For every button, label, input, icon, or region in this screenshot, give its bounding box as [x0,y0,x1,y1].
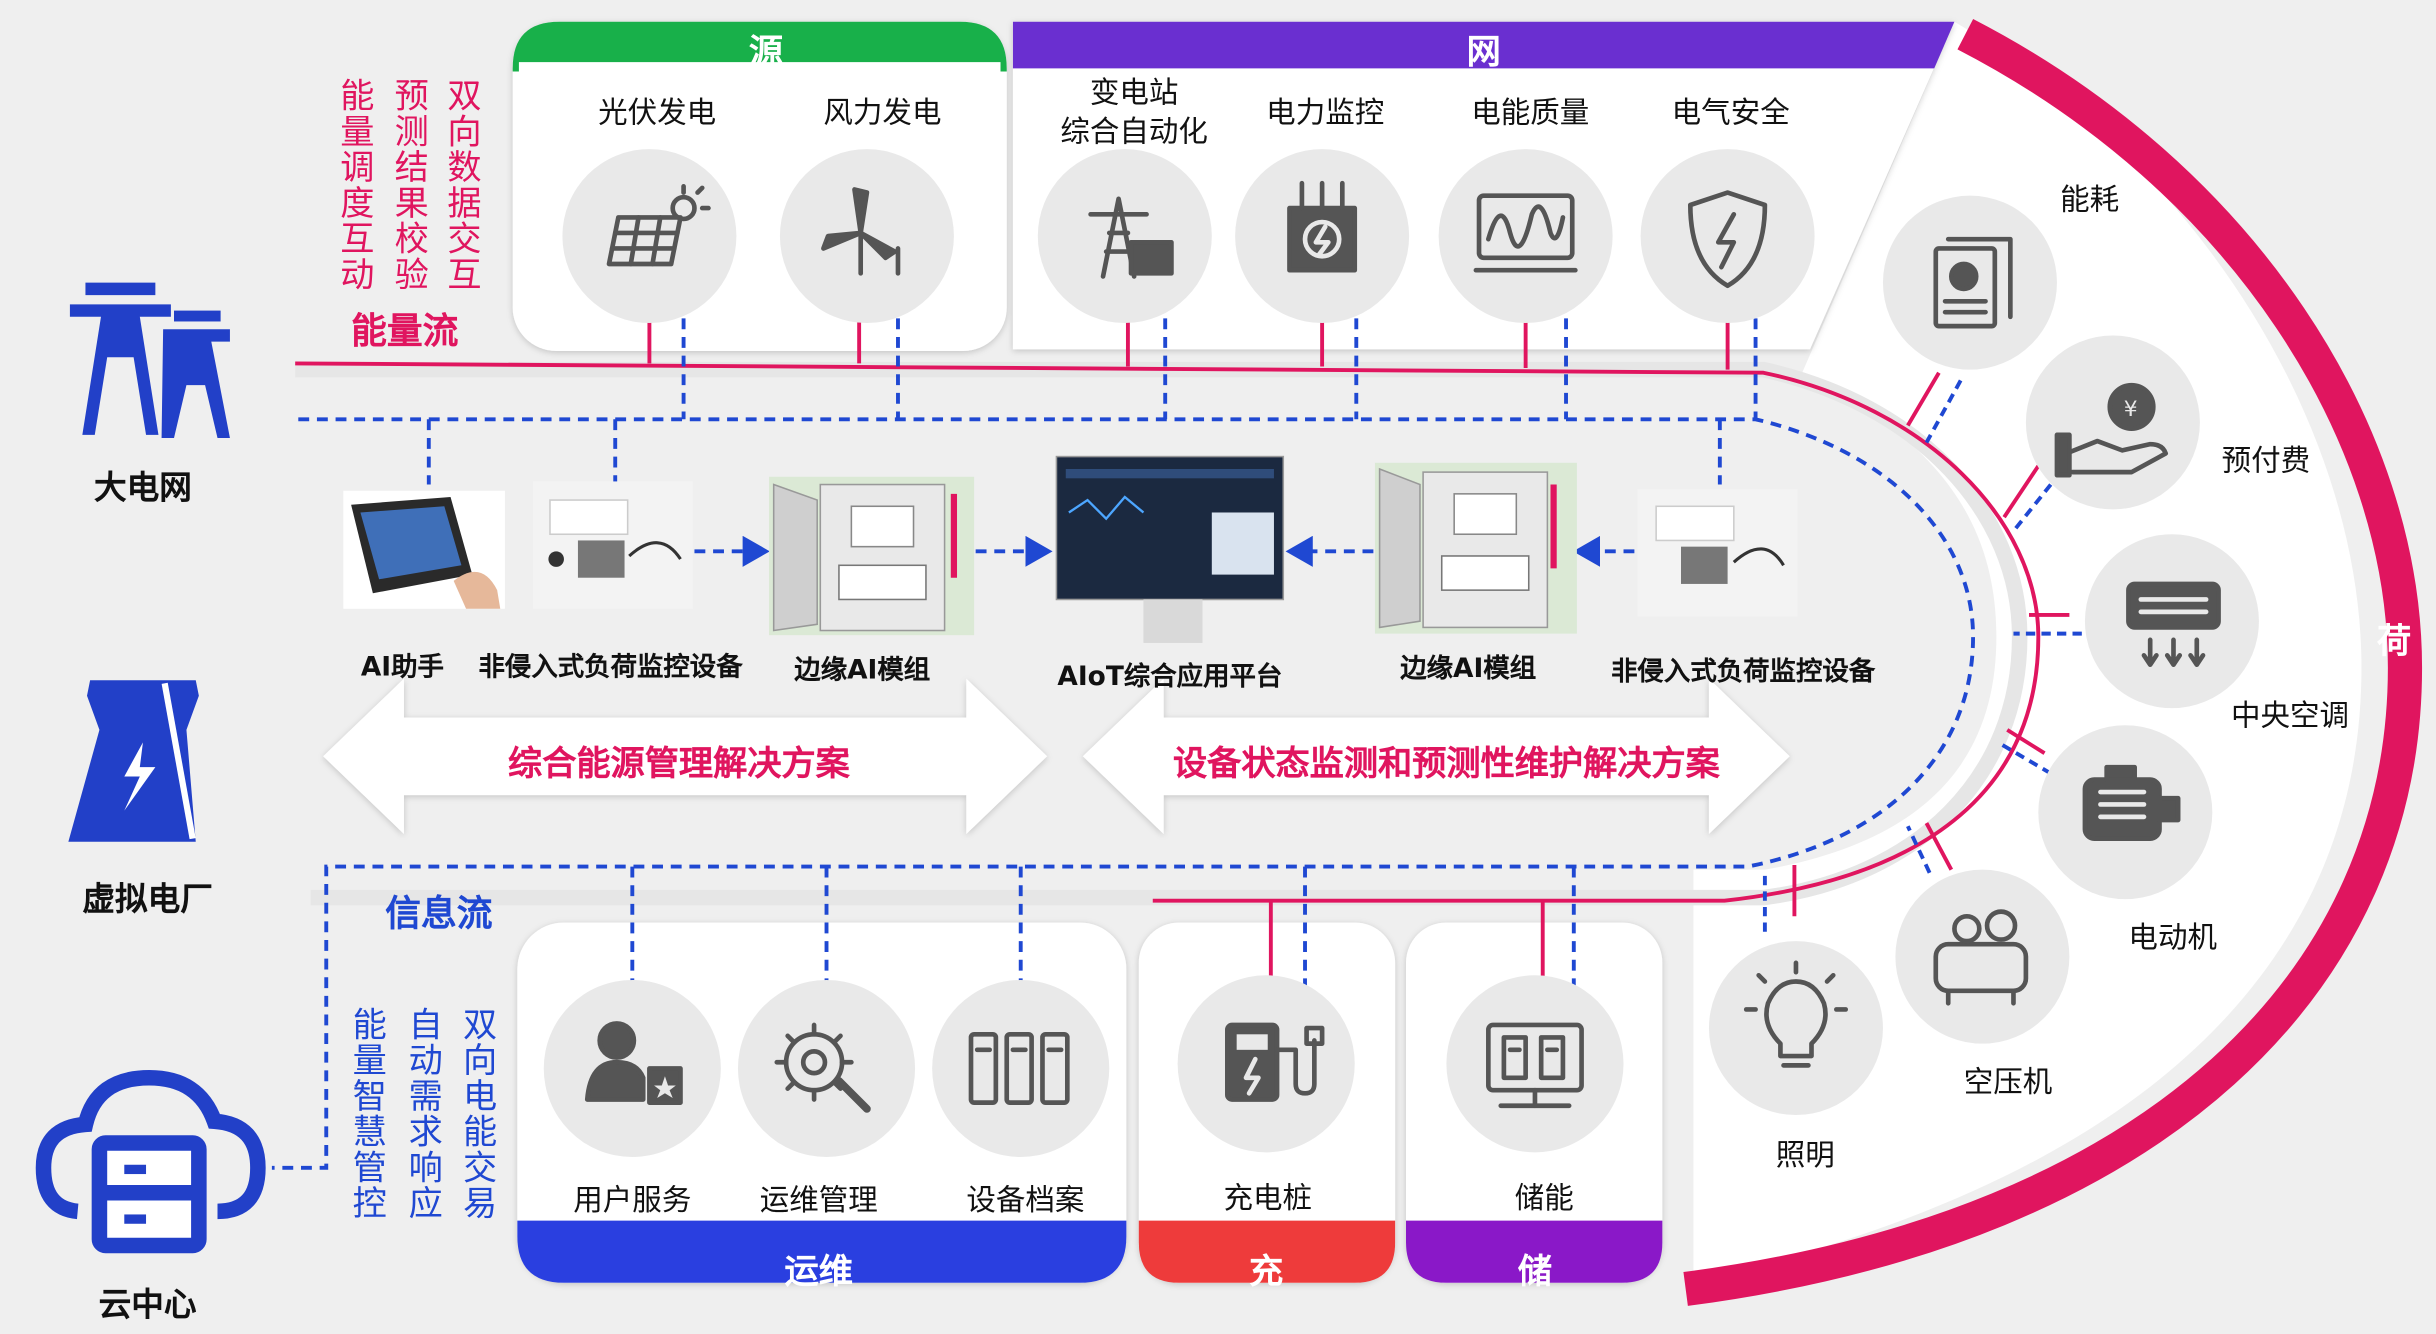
nilm-left-label: 非侵入式负荷监控设备 [478,652,743,684]
nilm-device-right [1637,489,1798,617]
load-header: 荷 [2377,622,2412,662]
edge-ai-right-label: 边缘AI模组 [1400,653,1537,685]
report-chart-icon [1933,236,2013,329]
power-quality-icon [1473,193,1578,273]
energy-line [295,361,2041,903]
vpp-label: 虚拟电厂 [82,880,213,918]
air-conditioner-icon [2126,581,2221,668]
charging-pile-label: 充电桩 [1223,1181,1313,1216]
wind-turbine-icon [821,187,901,276]
nilm-device-left [532,481,693,609]
prepaid-label: 预付费 [2221,444,2311,479]
grid-label: 大电网 [93,469,192,507]
edge-ai-left-label: 边缘AI模组 [794,655,931,687]
info-flow-title: 信息流 [385,894,493,935]
energy-flow-title: 能量流 [351,312,459,353]
power-quality-label: 电能质量 [1471,96,1590,131]
power-monitor-label: 电力监控 [1266,96,1385,131]
edge-ai-module-right [1374,462,1577,634]
info-flow-line-1: 双向电能交易 [456,1006,496,1221]
ops-header: 运维 [784,1253,853,1293]
source-header: 源 [748,34,784,73]
substation-label: 变电站 综合自动化 [1060,76,1208,150]
transmission-tower-icon [69,282,230,438]
edge-ai-module-left [769,476,975,636]
cloud-server-icon [35,1070,266,1254]
load-region [1693,21,2362,1282]
ai-assistant-label: AI助手 [360,652,444,684]
load-arc [1683,18,2423,1306]
energy-consumption-label: 能耗 [2060,183,2120,218]
svg-text:¥: ¥ [2124,397,2138,422]
prepaid-money-icon: ¥ [2054,382,2169,478]
tablet-device [343,490,505,609]
aiot-platform-label: AIoT综合应用平台 [1057,661,1283,693]
nilm-right-label: 非侵入式负荷监控设备 [1611,656,1876,688]
grid-header: 网 [1466,34,1501,73]
info-flow-line-2: 自动需求响应 [402,1006,442,1221]
info-line-top [271,417,1976,1170]
device-archive-label: 设备档案 [966,1183,1085,1218]
electrical-safety-label: 电气安全 [1671,96,1790,131]
air-compressor-icon [1933,909,2029,1006]
charging-pile-icon [1225,1022,1325,1102]
light-bulb-icon [1743,960,1849,1068]
energy-flow-line-3: 能量调度互动 [334,77,373,292]
lighting-label: 照明 [1775,1138,1835,1173]
ops-management-label: 运维管理 [759,1183,878,1218]
storage-header: 储 [1517,1253,1553,1293]
charge-header: 充 [1249,1253,1284,1293]
solution-right-label: 设备状态监测和预测性维护解决方案 [1172,745,1720,785]
cloud-label: 云中心 [98,1285,197,1324]
solution-arrow-left [323,678,1048,834]
motor-label: 电动机 [2128,920,2218,956]
aiot-platform-monitor [1055,455,1285,643]
user-service-label: 用户服务 [573,1183,692,1218]
solution-left-label: 综合能源管理解决方案 [508,745,850,785]
central-ac-label: 中央空调 [2230,698,2350,734]
gear-wrench-icon [774,1022,871,1113]
solar-label: 光伏发电 [598,96,717,131]
info-flow-line-3: 能量智慧管控 [346,1006,386,1221]
power-plant-icon [68,680,199,842]
power-monitor-icon [1287,180,1358,273]
user-service-icon [584,1021,683,1105]
electric-motor-icon [2082,764,2181,841]
shield-bolt-icon [1687,190,1768,289]
substation-icon [1088,196,1174,279]
archive-binders-icon [968,1031,1070,1105]
storage-label: 储能 [1514,1181,1574,1216]
wind-label: 风力发电 [823,96,942,131]
compressor-label: 空压机 [1963,1065,2053,1100]
solution-arrow-right [1082,678,1790,834]
battery-storage-icon [1486,1022,1584,1109]
energy-flow-line-2: 预测结果校验 [388,77,428,292]
solar-panel-icon [606,184,711,267]
energy-flow-line-1: 双向数据交互 [441,77,481,292]
